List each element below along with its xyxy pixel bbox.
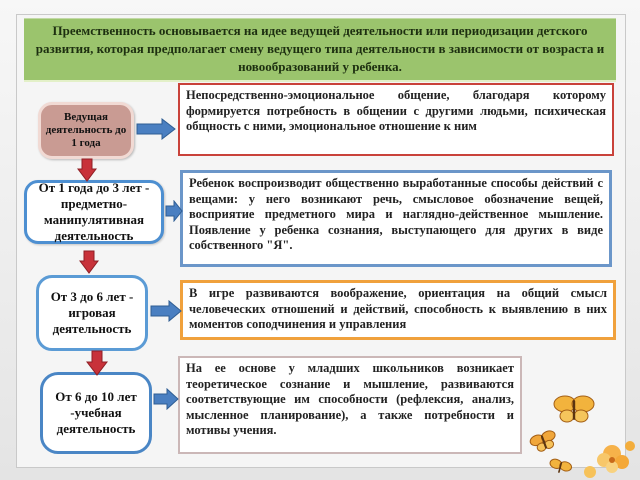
arrow-right-icon [150, 300, 182, 322]
stage-box-preschool: От 3 до 6 лет - игровая деятельность [36, 275, 148, 351]
arrow-down-icon [86, 350, 108, 376]
arrow-right-icon [136, 118, 176, 140]
flower-icon [584, 441, 635, 478]
arrow-down-icon [79, 250, 99, 274]
stage-box-infancy: Ведущая деятельность до 1 года [38, 102, 134, 159]
header-banner: Преемственность основывается на идее вед… [24, 18, 616, 82]
butterfly-icon [529, 395, 635, 478]
description-box-preschool: В игре развиваются воображение, ориентац… [180, 280, 616, 340]
stage-box-school: От 6 до 10 лет -учебная деятельность [40, 372, 152, 454]
header-text: Преемственность основывается на идее вед… [35, 23, 605, 74]
description-box-school: На ее основе у младших школьников возник… [178, 356, 522, 454]
description-box-infancy: Непосредственно-эмоциональное общение, б… [178, 83, 614, 156]
arrow-down-icon [77, 158, 97, 182]
stage-box-early-childhood: От 1 года до 3 лет - предметно-манипулят… [24, 180, 164, 244]
description-box-early-childhood: Ребенок воспроизводит общественно вырабо… [180, 170, 612, 267]
arrow-right-icon [165, 200, 183, 222]
arrow-right-icon [153, 388, 179, 410]
